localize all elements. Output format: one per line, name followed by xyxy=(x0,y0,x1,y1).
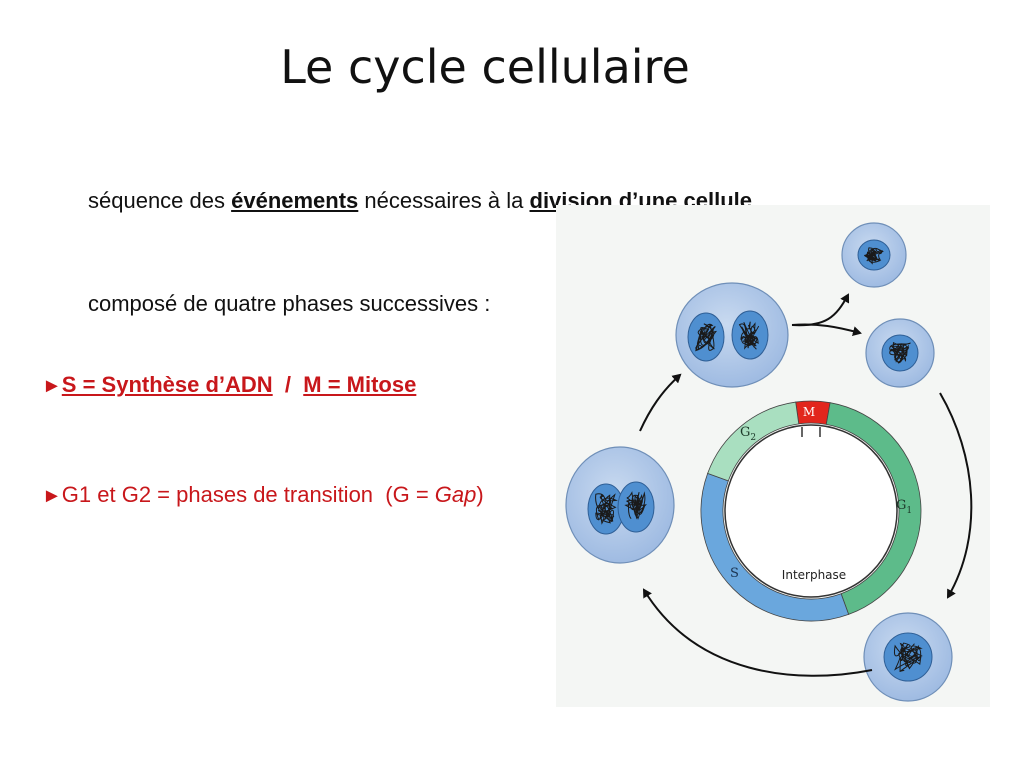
chromatin-strands xyxy=(863,247,884,265)
phase-label-g1: G1 xyxy=(896,498,912,516)
chromatin-strands xyxy=(595,493,618,525)
chromatin-strands xyxy=(889,341,911,364)
cell-mother-top xyxy=(675,282,789,388)
cells-group xyxy=(565,222,953,702)
phases-intro-line: composé de quatre phases successives : xyxy=(88,291,491,316)
g-definition-post: ) xyxy=(476,482,484,507)
division-arrow-right-icon xyxy=(791,323,862,336)
cell-cycle-figure: M G2 G1 S Interphase xyxy=(556,205,990,707)
cell-bottom xyxy=(863,612,953,702)
s-definition: S = Synthèse d’ADN xyxy=(61,372,273,397)
g-definition-pre: G1 et G2 = phases de transition (G = xyxy=(61,482,435,507)
bullet-g-line: ►G1 et G2 = phases de transition (G = Ga… xyxy=(42,482,484,508)
cell-daughter-top xyxy=(841,222,907,288)
g-definition-italic: Gap xyxy=(434,482,477,507)
phase-label-g1-letter: G xyxy=(896,498,906,513)
definition-bold-events: événements xyxy=(231,188,359,213)
bullet-arrow-icon: ► xyxy=(42,485,62,507)
s-m-separator: / xyxy=(272,372,304,397)
bullet-arrow-icon: ► xyxy=(42,375,62,397)
m-definition: M = Mitose xyxy=(303,372,417,397)
definition-mid: nécessaires à la xyxy=(358,188,530,213)
chromatin-strands xyxy=(738,321,760,350)
phase-label-m: M xyxy=(803,405,815,419)
cycle-arrow-left-icon xyxy=(639,373,682,432)
phase-label-g1-sub: 1 xyxy=(906,506,912,516)
phase-label-interphase: Interphase xyxy=(782,568,846,582)
phase-label-g2-sub: 2 xyxy=(750,433,756,443)
phase-label-s: S xyxy=(730,566,739,581)
bullet-s-m-line: ►S = Synthèse d’ADN / M = Mitose xyxy=(42,372,416,398)
phase-label-g2: G2 xyxy=(740,425,756,443)
cell-cycle-diagram: M G2 G1 S Interphase xyxy=(556,205,990,707)
definition-pre: séquence des xyxy=(88,188,232,213)
chromatin-strands xyxy=(894,642,923,673)
phase-label-g2-letter: G xyxy=(740,425,750,440)
chromatin-strands xyxy=(695,323,718,352)
phase-ring-g2 xyxy=(707,401,800,482)
cycle-arrow-bottom-icon xyxy=(642,588,873,677)
chromatin-strands xyxy=(624,491,647,520)
slide-title: Le cycle cellulaire xyxy=(280,40,690,94)
cycle-arrow-right-icon xyxy=(939,392,973,599)
cell-left xyxy=(565,446,675,564)
cell-daughter-right xyxy=(865,318,935,388)
interphase-circle xyxy=(724,424,898,598)
